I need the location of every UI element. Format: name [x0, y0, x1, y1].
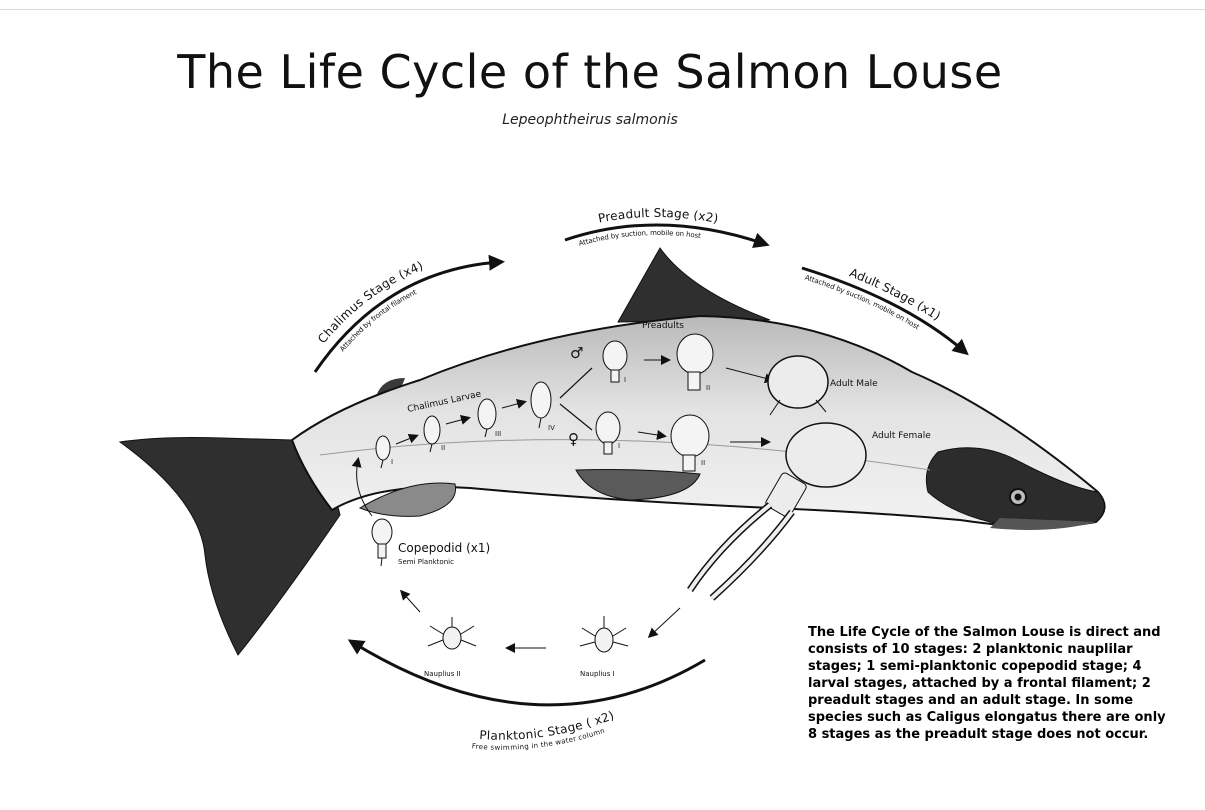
life-cycle-description: The Life Cycle of the Salmon Louse is di… [808, 624, 1178, 743]
chalimus-larva-1-numeral: I [391, 458, 393, 466]
adult-male-label: Adult Male [830, 379, 878, 389]
preadults-label: Preadults [642, 321, 684, 331]
dorsal-fin [618, 248, 770, 322]
nauplius-2 [428, 617, 476, 649]
male-symbol: ♂ [570, 344, 583, 362]
copepodid-note: Semi Planktonic [398, 558, 454, 566]
nauplius-2-label: Nauplius II [424, 670, 461, 678]
copepodid-label: Copepodid (x1) [398, 541, 490, 555]
chalimus-stage-arrow: Chalimus Stage (x4) Attached by frontal … [315, 259, 500, 372]
female-preadult-2-numeral: II [701, 459, 705, 467]
preadult-stage-label: Preadult Stage (x2) [597, 206, 720, 226]
chalimus-stage-note: Attached by frontal filament [338, 288, 418, 353]
svg-text:Chalimus Stage (x4): Chalimus Stage (x4) [315, 259, 425, 346]
male-preadult-1-numeral: I [624, 376, 626, 384]
nauplius-1-label: Nauplius I [580, 670, 615, 678]
nauplius-1 [580, 616, 628, 652]
chalimus-larva-2-numeral: II [441, 444, 445, 452]
chalimus-stage-label: Chalimus Stage (x4) [315, 259, 425, 346]
male-preadult-2-numeral: II [706, 384, 710, 392]
svg-text:Preadult Stage (x2): Preadult Stage (x2) [597, 206, 720, 226]
female-preadult-1-numeral: I [618, 442, 620, 450]
female-symbol: ♀ [568, 430, 579, 448]
copepodid [372, 519, 392, 566]
chalimus-larva-3-numeral: III [495, 430, 501, 438]
chalimus-larva-4-numeral: IV [548, 424, 555, 432]
svg-text:Attached by frontal filament: Attached by frontal filament [338, 288, 418, 353]
preadult-stage-arrow: Preadult Stage (x2) Attached by suction,… [565, 206, 765, 248]
adult-female-label: Adult Female [872, 431, 931, 441]
planktonic-stage-arrow: Planktonic Stage ( x2) Free swimming in … [352, 642, 705, 752]
hatch-arrow [650, 608, 680, 636]
